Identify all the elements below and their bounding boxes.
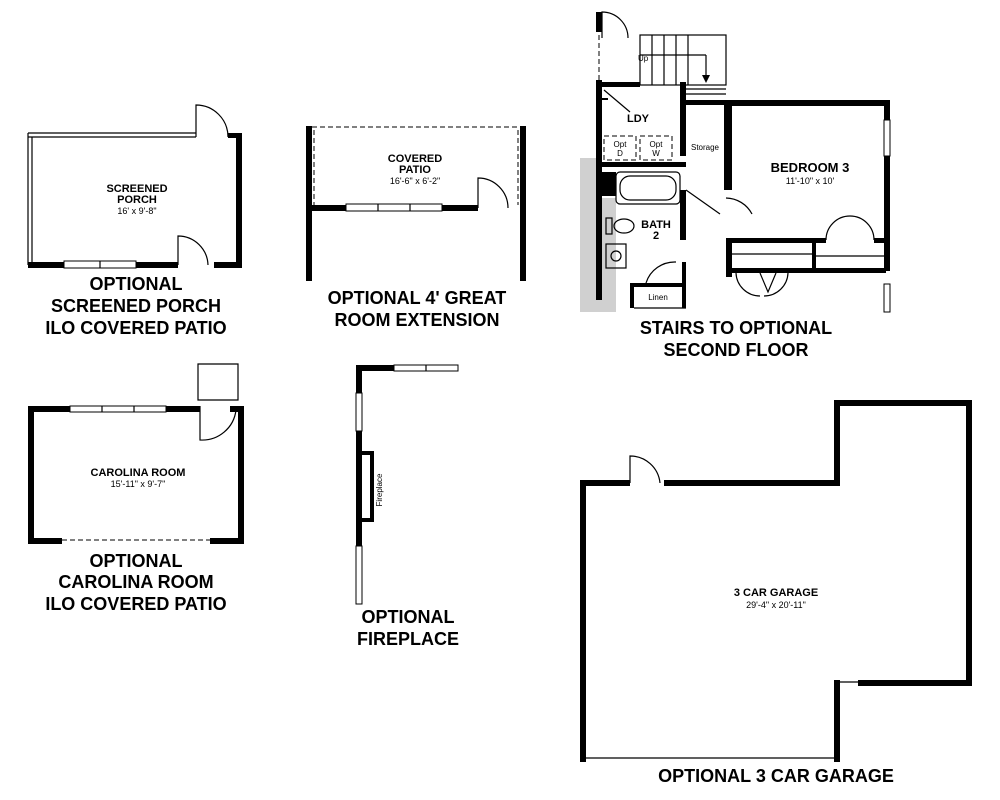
opt-dryer-label-1: Opt: [614, 140, 628, 149]
stairs-caption-2: SECOND FLOOR: [663, 340, 808, 360]
opt-dryer-label-2: D: [617, 149, 623, 158]
carolina-room-dims: 15'-11" x 9'-7": [111, 479, 166, 489]
storage-label: Storage: [691, 143, 720, 152]
screened-porch-caption-1: OPTIONAL: [90, 274, 183, 294]
bedroom-3-dims: 11'-10" x 10': [786, 176, 835, 186]
fireplace-caption-2: FIREPLACE: [357, 629, 459, 649]
stairs-caption-1: STAIRS TO OPTIONAL: [640, 318, 832, 338]
carolina-room-name: CAROLINA ROOM: [91, 467, 186, 479]
screened-porch-name-2: PORCH: [117, 194, 157, 206]
fireplace-label: Fireplace: [375, 473, 384, 506]
screened-porch-caption-2: SCREENED PORCH: [51, 296, 221, 316]
garage-plan: 3 CAR GARAGE 29'-4" x 20'-11": [580, 400, 972, 762]
garage-name: 3 CAR GARAGE: [734, 587, 818, 599]
bath-label-2: 2: [653, 230, 659, 242]
opt-washer-label-1: Opt: [650, 140, 664, 149]
carolina-caption-3: ILO COVERED PATIO: [45, 594, 226, 614]
stairs-plan: Up LDY Opt D Opt W Storage BATH 2: [580, 11, 891, 313]
garage-caption: OPTIONAL 3 CAR GARAGE: [658, 766, 894, 786]
covered-patio-plan: COVERED PATIO 16'-6" x 6'-2": [306, 126, 526, 281]
fireplace-caption-1: OPTIONAL: [362, 607, 455, 627]
garage-dims: 29'-4" x 20'-11": [746, 600, 806, 610]
laundry-label: LDY: [627, 113, 650, 125]
bedroom-3-name: BEDROOM 3: [771, 160, 850, 175]
covered-patio-name-2: PATIO: [399, 164, 431, 176]
covered-patio-dims: 16'-6" x 6'-2": [390, 176, 440, 186]
covered-patio-caption-1: OPTIONAL 4' GREAT: [328, 288, 507, 308]
covered-patio-caption-2: ROOM EXTENSION: [334, 310, 499, 330]
carolina-caption-1: OPTIONAL: [90, 551, 183, 571]
fireplace-plan: Fireplace: [355, 364, 459, 605]
screened-porch-name-1: SCREENED: [106, 183, 167, 195]
carolina-room-plan: CAROLINA ROOM 15'-11" x 9'-7": [28, 363, 244, 544]
carolina-caption-2: CAROLINA ROOM: [58, 572, 213, 592]
linen-label: Linen: [648, 293, 668, 302]
screened-porch-dims: 16' x 9'-8": [117, 206, 156, 216]
opt-washer-label-2: W: [652, 149, 660, 158]
stairs-up-label: Up: [638, 54, 649, 63]
screened-porch-plan: SCREENED PORCH 16' x 9'-8": [27, 104, 242, 269]
covered-patio-name-1: COVERED: [388, 153, 442, 165]
screened-porch-caption-3: ILO COVERED PATIO: [45, 318, 226, 338]
bath-label-1: BATH: [641, 219, 671, 231]
